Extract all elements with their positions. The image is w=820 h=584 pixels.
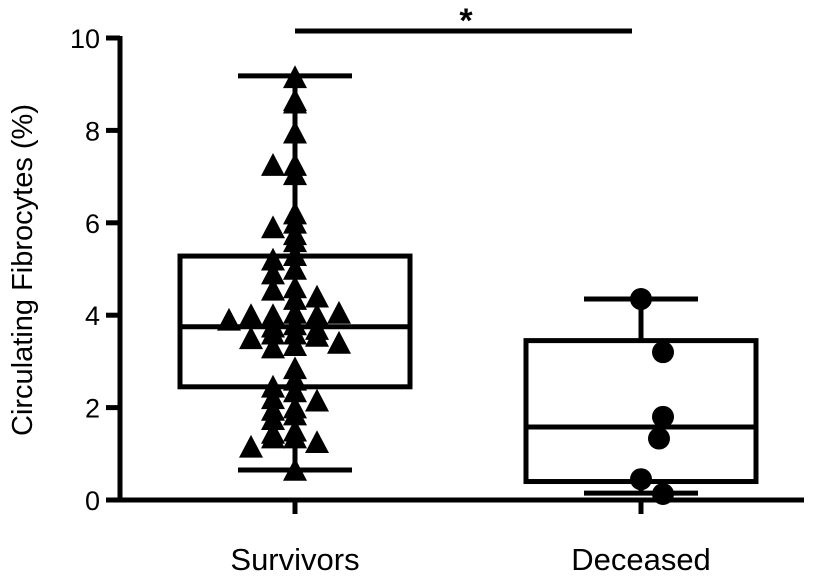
data-point-circle xyxy=(652,482,674,505)
data-point-triangle xyxy=(283,367,307,391)
data-point-triangle xyxy=(283,65,307,89)
data-point-triangle xyxy=(305,303,329,326)
y-axis-title: Circulating Fibrocytes (%) xyxy=(7,104,39,436)
data-point-circle xyxy=(630,288,652,311)
data-point-triangle xyxy=(283,457,307,481)
data-point-triangle xyxy=(261,247,285,271)
group-survivors: Survivors xyxy=(177,65,413,577)
data-point-triangle xyxy=(261,153,285,176)
data-point-triangle xyxy=(283,162,307,186)
y-tick-label: 2 xyxy=(85,394,100,424)
data-point-triangle xyxy=(283,379,307,403)
data-point-triangle xyxy=(261,321,285,345)
x-category-label: Deceased xyxy=(571,542,711,577)
significance-label: * xyxy=(459,2,473,40)
data-point-triangle xyxy=(261,215,285,239)
data-point-triangle xyxy=(261,386,285,410)
data-point-triangle xyxy=(283,257,307,280)
data-point-triangle xyxy=(261,425,285,449)
y-tick-label: 4 xyxy=(85,301,100,331)
iqr-box xyxy=(523,338,759,485)
group-deceased: Deceased xyxy=(523,288,759,577)
data-point-circle xyxy=(652,341,674,364)
data-point-triangle xyxy=(239,303,263,326)
data-point-triangle xyxy=(305,430,329,454)
data-point-triangle xyxy=(283,275,307,299)
data-point-triangle xyxy=(283,356,307,380)
x-category-label: Survivors xyxy=(230,542,359,577)
data-point-triangle xyxy=(239,434,263,458)
data-point-triangle xyxy=(305,284,329,308)
data-point-triangle xyxy=(305,388,329,412)
data-point-circle xyxy=(652,405,674,428)
data-point-triangle xyxy=(283,243,307,266)
data-point-triangle xyxy=(283,425,307,449)
data-point-triangle xyxy=(261,277,285,301)
y-tick-label: 8 xyxy=(85,116,100,146)
y-tick-label: 6 xyxy=(85,209,100,239)
data-point-triangle xyxy=(283,321,307,345)
data-point-triangle xyxy=(283,210,307,234)
data-point-triangle xyxy=(283,333,307,357)
y-tick-label: 10 xyxy=(70,24,100,54)
data-point-triangle xyxy=(261,261,285,285)
data-point-triangle xyxy=(283,300,307,324)
data-point-triangle xyxy=(283,88,307,112)
data-point-triangle xyxy=(283,120,307,144)
data-point-circle xyxy=(630,468,652,491)
data-point-triangle xyxy=(217,307,241,331)
data-point-triangle xyxy=(261,407,285,430)
data-point-triangle xyxy=(305,323,329,347)
data-point-triangle xyxy=(283,229,307,253)
data-point-triangle xyxy=(261,303,285,326)
data-point-triangle xyxy=(261,335,285,359)
data-point-triangle xyxy=(327,300,351,324)
data-point-triangle xyxy=(239,326,263,350)
data-point-triangle xyxy=(327,330,351,354)
data-point-triangle xyxy=(283,287,307,310)
data-point-triangle xyxy=(283,402,307,426)
y-tick-label: 0 xyxy=(85,486,100,516)
data-point-triangle xyxy=(261,374,285,398)
data-point-circle xyxy=(648,427,670,450)
